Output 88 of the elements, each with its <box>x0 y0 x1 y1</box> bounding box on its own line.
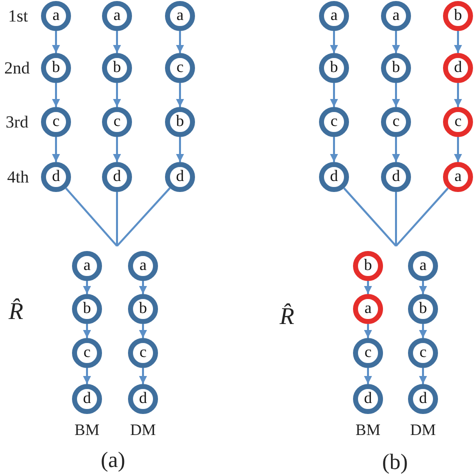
node-circle: b <box>443 1 473 31</box>
node-circle: c <box>443 107 473 137</box>
text-label: 3rd <box>6 114 28 130</box>
node-circle: d <box>408 384 438 414</box>
node-circle: a <box>41 1 71 31</box>
node-circle: a <box>443 162 473 192</box>
arrow <box>113 31 121 53</box>
arrow <box>52 137 60 162</box>
arrow <box>176 31 184 53</box>
node-circle: b <box>102 53 132 83</box>
math-symbol: R̂ <box>8 300 24 324</box>
node-circle: a <box>319 1 349 31</box>
node-circle: d <box>102 162 132 192</box>
arrow <box>113 83 121 107</box>
node-circle: d <box>381 162 411 192</box>
text-label: 1st <box>8 8 28 24</box>
arrow <box>330 31 338 53</box>
arrow <box>139 281 147 294</box>
connector-line <box>395 187 449 247</box>
arrow <box>364 368 372 384</box>
text-label: (a) <box>100 449 126 471</box>
node-circle: b <box>128 294 158 324</box>
node-circle: a <box>353 294 383 324</box>
node-circle: b <box>165 107 195 137</box>
node-circle: c <box>319 107 349 137</box>
node-circle: d <box>165 162 195 192</box>
connector-line <box>116 187 171 247</box>
node-circle: b <box>353 251 383 281</box>
text-label: 2nd <box>4 60 30 76</box>
arrow <box>83 281 91 294</box>
connector-line <box>116 192 118 246</box>
node-circle: a <box>128 251 158 281</box>
node-circle: d <box>319 162 349 192</box>
node-circle: a <box>381 1 411 31</box>
math-symbol: R̂ <box>280 305 294 329</box>
arrow <box>392 83 400 107</box>
arrow <box>392 137 400 162</box>
arrow <box>419 324 427 338</box>
arrow <box>364 324 372 338</box>
node-circle: a <box>165 1 195 31</box>
arrow <box>52 83 60 107</box>
node-circle: d <box>353 384 383 414</box>
arrow <box>113 137 121 162</box>
node-circle: c <box>408 338 438 368</box>
node-circle: c <box>41 107 71 137</box>
connector-line <box>343 187 397 247</box>
text-label: BM <box>74 423 100 439</box>
connector-line <box>65 188 118 247</box>
arrow <box>454 137 462 162</box>
arrow <box>176 137 184 162</box>
node-circle: d <box>443 53 473 83</box>
node-circle: c <box>128 338 158 368</box>
arrow <box>139 368 147 384</box>
text-label: DM <box>130 423 156 439</box>
node-circle: a <box>72 251 102 281</box>
text-label: (b) <box>382 451 408 473</box>
arrow <box>419 281 427 294</box>
arrow <box>176 83 184 107</box>
node-circle: c <box>381 107 411 137</box>
text-label: BM <box>356 423 380 439</box>
node-circle: c <box>102 107 132 137</box>
arrow <box>392 31 400 53</box>
text-label: 4th <box>7 168 29 186</box>
node-circle: b <box>319 53 349 83</box>
arrow <box>454 31 462 53</box>
connector-line <box>395 192 397 246</box>
node-circle: c <box>165 53 195 83</box>
node-circle: d <box>41 162 71 192</box>
node-circle: d <box>72 384 102 414</box>
arrow <box>454 83 462 107</box>
arrow <box>83 324 91 338</box>
arrow <box>364 281 372 294</box>
node-circle: b <box>408 294 438 324</box>
node-circle: a <box>102 1 132 31</box>
node-circle: c <box>353 338 383 368</box>
node-circle: b <box>381 53 411 83</box>
arrow <box>330 83 338 107</box>
node-circle: b <box>72 294 102 324</box>
arrow <box>139 324 147 338</box>
arrow <box>419 368 427 384</box>
node-circle: b <box>41 53 71 83</box>
arrow <box>83 368 91 384</box>
arrow <box>52 31 60 53</box>
text-label: DM <box>410 423 436 439</box>
node-circle: a <box>408 251 438 281</box>
node-circle: d <box>128 384 158 414</box>
arrow <box>330 137 338 162</box>
node-circle: c <box>72 338 102 368</box>
